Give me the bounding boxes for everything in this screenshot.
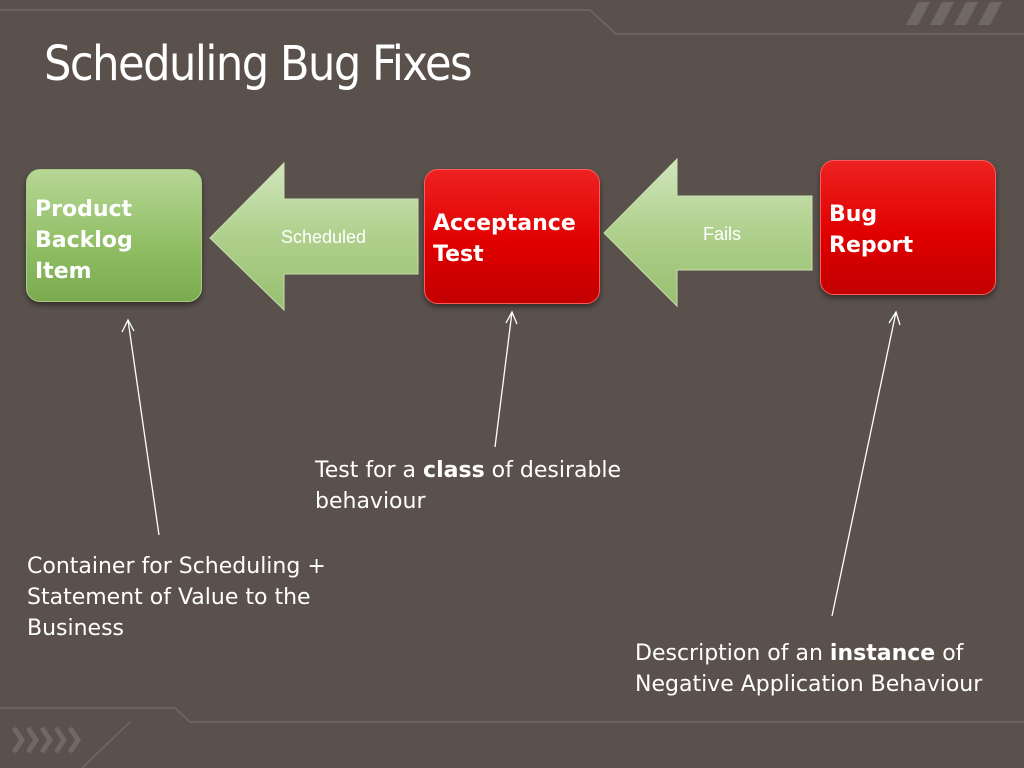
note-text: of bbox=[935, 641, 964, 666]
bug-report-box: Bug Report bbox=[820, 160, 996, 295]
page-title: Scheduling Bug Fixes bbox=[44, 36, 473, 92]
scheduled-arrow bbox=[209, 161, 419, 312]
backlog-note: Container for Scheduling + Statement of … bbox=[27, 551, 326, 644]
stripe-icon bbox=[906, 2, 1002, 25]
fails-arrow bbox=[603, 157, 813, 308]
acceptance-test-box: Acceptance Test bbox=[424, 169, 600, 304]
note-text: Test for a bbox=[315, 458, 424, 483]
note-bold-text: instance bbox=[829, 641, 936, 666]
bug-report-note: Description of an instance of Negative A… bbox=[635, 638, 982, 700]
box-label-line: Acceptance bbox=[433, 211, 576, 236]
fails-arrow-label: Fails bbox=[703, 224, 742, 244]
box-label-line: Backlog bbox=[35, 228, 133, 253]
chevrons-icon bbox=[11, 726, 82, 754]
box-label-line: Bug bbox=[829, 202, 878, 227]
note-bold-text: class bbox=[423, 458, 485, 483]
product-backlog-item-box: Product Backlog Item bbox=[26, 169, 202, 302]
acceptance-test-note: Test for a class of desirable behaviour bbox=[315, 455, 621, 517]
note-text: of desirable bbox=[484, 458, 622, 483]
scheduled-arrow-label: Scheduled bbox=[281, 227, 367, 247]
box-label-line: Item bbox=[35, 259, 92, 284]
note-text: Business bbox=[27, 616, 125, 641]
note-text: Negative Application Behaviour bbox=[635, 672, 983, 697]
note-text: Container for Scheduling + bbox=[27, 554, 326, 579]
note-text: Description of an bbox=[635, 641, 830, 666]
note-text: Statement of Value to the bbox=[27, 585, 311, 610]
note-text: behaviour bbox=[315, 489, 426, 514]
box-label-line: Product bbox=[35, 197, 133, 222]
box-label-line: Report bbox=[829, 233, 914, 258]
box-label-line: Test bbox=[433, 242, 484, 267]
